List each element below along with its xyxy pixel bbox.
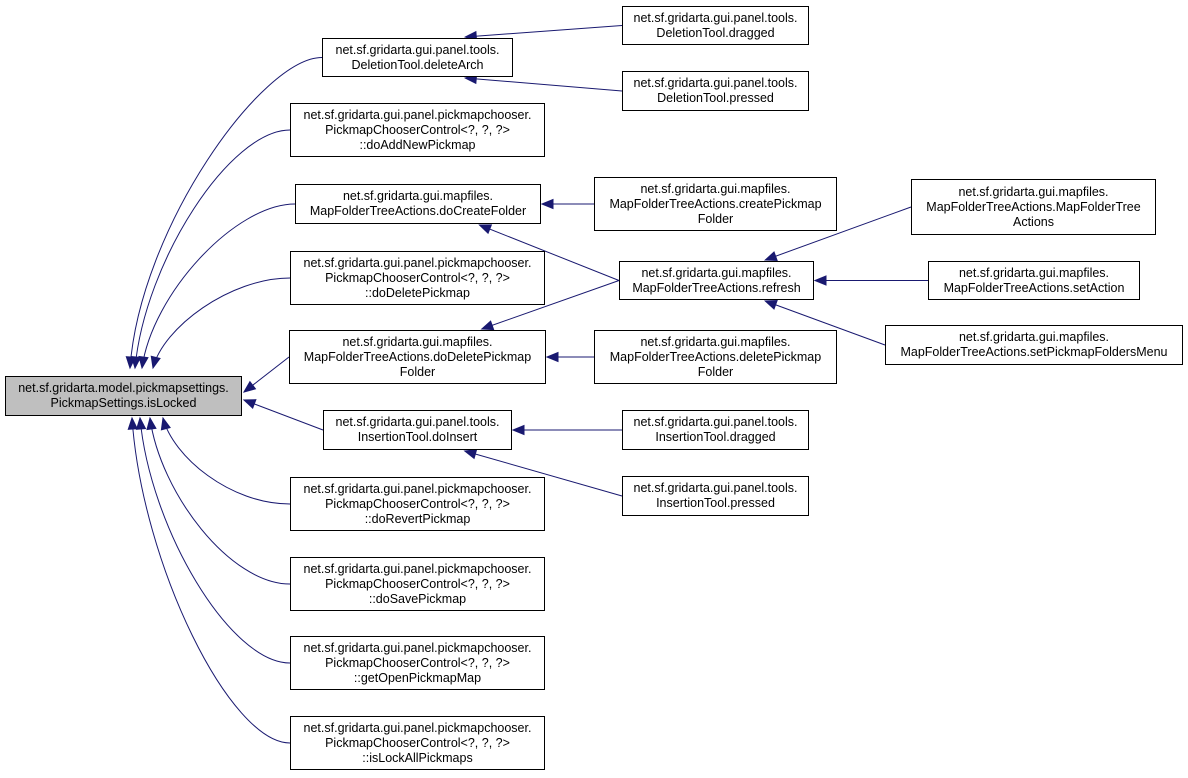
node-refresh[interactable]: net.sf.gridarta.gui.mapfiles. MapFolderT…	[619, 261, 814, 300]
edge-doCreateFolder-to-root	[141, 203, 296, 369]
edges-layer	[125, 25, 928, 744]
edge-doDeletePickmap-to-root	[152, 277, 291, 369]
edge-insPressed-to-doInsert	[464, 450, 623, 497]
edge-arrowhead	[463, 449, 478, 460]
node-root-label: net.sf.gridarta.model.pickmapsettings. P…	[18, 381, 229, 410]
edge-arrowhead	[242, 399, 257, 409]
edge-deleteArch-to-root	[129, 57, 323, 369]
node-setPickmapFoldersMenu[interactable]: net.sf.gridarta.gui.mapfiles. MapFolderT…	[885, 325, 1183, 365]
node-doCreateFolder[interactable]: net.sf.gridarta.gui.mapfiles. MapFolderT…	[295, 184, 541, 224]
edge-getOpenPickmapMap-to-root	[139, 417, 291, 664]
node-label: net.sf.gridarta.gui.panel.tools. Inserti…	[335, 415, 500, 444]
edge-arrowhead	[160, 416, 171, 431]
edge-arrowhead	[540, 198, 554, 210]
edge-mapFolderTreeActions-to-refresh	[765, 206, 912, 261]
edge-arrowhead	[478, 224, 493, 235]
edge-refresh-to-doDeletePickmapFolder	[481, 280, 620, 330]
node-insDragged[interactable]: net.sf.gridarta.gui.panel.tools. Inserti…	[622, 410, 809, 450]
node-doDeletePickmapFolder[interactable]: net.sf.gridarta.gui.mapfiles. MapFolderT…	[289, 330, 546, 384]
edge-arrowhead	[135, 416, 147, 430]
node-label: net.sf.gridarta.gui.mapfiles. MapFolderT…	[943, 265, 1125, 295]
node-doAddNewPickmap[interactable]: net.sf.gridarta.gui.panel.pickmapchooser…	[290, 103, 545, 157]
node-label: net.sf.gridarta.gui.mapfiles. MapFolderT…	[632, 265, 801, 295]
node-label: net.sf.gridarta.gui.panel.tools. Deletio…	[633, 10, 798, 40]
node-root[interactable]: net.sf.gridarta.model.pickmapsettings. P…	[5, 376, 242, 416]
node-label: net.sf.gridarta.gui.panel.pickmapchooser…	[303, 481, 532, 526]
node-label: net.sf.gridarta.gui.panel.pickmapchooser…	[303, 561, 532, 606]
node-insPressed[interactable]: net.sf.gridarta.gui.panel.tools. Inserti…	[622, 476, 809, 516]
edge-arrowhead	[146, 416, 157, 431]
node-doRevertPickmap[interactable]: net.sf.gridarta.gui.panel.pickmapchooser…	[290, 477, 545, 531]
edge-doInsert-to-root	[243, 399, 324, 431]
edge-arrowhead	[545, 351, 559, 363]
node-createPickmapFolder[interactable]: net.sf.gridarta.gui.mapfiles. MapFolderT…	[594, 177, 837, 231]
node-label: net.sf.gridarta.gui.panel.tools. Deletio…	[335, 42, 500, 72]
node-label: net.sf.gridarta.gui.panel.pickmapchooser…	[303, 255, 532, 300]
edge-arrowhead	[130, 356, 142, 370]
edge-arrowhead	[764, 300, 778, 310]
edge-isLockAllPickmaps-to-root	[131, 417, 291, 744]
node-setAction[interactable]: net.sf.gridarta.gui.mapfiles. MapFolderT…	[928, 261, 1140, 300]
edge-setPickmapFoldersMenu-to-refresh	[765, 300, 886, 346]
node-label: net.sf.gridarta.gui.mapfiles. MapFolderT…	[900, 330, 1168, 359]
edge-doAddNewPickmap-to-root	[134, 129, 291, 369]
edge-arrowhead	[127, 416, 139, 430]
node-label: net.sf.gridarta.gui.panel.tools. Deletio…	[633, 76, 798, 105]
edge-arrowhead	[813, 275, 827, 286]
edge-doSavePickmap-to-root	[149, 417, 291, 585]
edge-arrowhead	[480, 320, 495, 331]
node-label: net.sf.gridarta.gui.panel.pickmapchooser…	[303, 640, 532, 685]
edge-refresh-to-doCreateFolder	[479, 224, 620, 281]
node-doDeletePickmap[interactable]: net.sf.gridarta.gui.panel.pickmapchooser…	[290, 251, 545, 305]
node-label: net.sf.gridarta.gui.panel.pickmapchooser…	[303, 720, 532, 765]
node-deletePickmapFolder[interactable]: net.sf.gridarta.gui.mapfiles. MapFolderT…	[594, 330, 837, 384]
edge-arrowhead	[150, 355, 161, 370]
node-label: net.sf.gridarta.gui.mapfiles. MapFolderT…	[309, 189, 527, 218]
node-label: net.sf.gridarta.gui.panel.tools. Inserti…	[633, 415, 798, 444]
node-doInsert[interactable]: net.sf.gridarta.gui.panel.tools. Inserti…	[323, 410, 512, 450]
node-label: net.sf.gridarta.gui.panel.pickmapchooser…	[303, 107, 532, 152]
node-label: net.sf.gridarta.gui.mapfiles. MapFolderT…	[609, 181, 822, 226]
edge-delPressed-to-deleteArch	[465, 77, 623, 92]
node-mapFolderTreeActions[interactable]: net.sf.gridarta.gui.mapfiles. MapFolderT…	[911, 179, 1156, 235]
node-doSavePickmap[interactable]: net.sf.gridarta.gui.panel.pickmapchooser…	[290, 557, 545, 611]
node-deleteArch[interactable]: net.sf.gridarta.gui.panel.tools. Deletio…	[322, 38, 513, 77]
node-delDragged[interactable]: net.sf.gridarta.gui.panel.tools. Deletio…	[622, 6, 809, 45]
edge-arrowhead	[764, 251, 778, 261]
node-label: net.sf.gridarta.gui.mapfiles. MapFolderT…	[303, 334, 532, 379]
edge-arrowhead	[511, 424, 525, 436]
edge-doRevertPickmap-to-root	[162, 417, 291, 505]
node-getOpenPickmapMap[interactable]: net.sf.gridarta.gui.panel.pickmapchooser…	[290, 636, 545, 690]
edge-arrowhead	[138, 355, 149, 370]
node-delPressed[interactable]: net.sf.gridarta.gui.panel.tools. Deletio…	[622, 71, 809, 111]
edge-delDragged-to-deleteArch	[465, 25, 623, 38]
node-label: net.sf.gridarta.gui.mapfiles. MapFolderT…	[609, 334, 822, 379]
node-isLockAllPickmaps[interactable]: net.sf.gridarta.gui.panel.pickmapchooser…	[290, 716, 545, 770]
node-label: net.sf.gridarta.gui.mapfiles. MapFolderT…	[926, 184, 1141, 229]
edge-arrowhead	[242, 380, 257, 393]
node-label: net.sf.gridarta.gui.panel.tools. Inserti…	[633, 481, 798, 510]
